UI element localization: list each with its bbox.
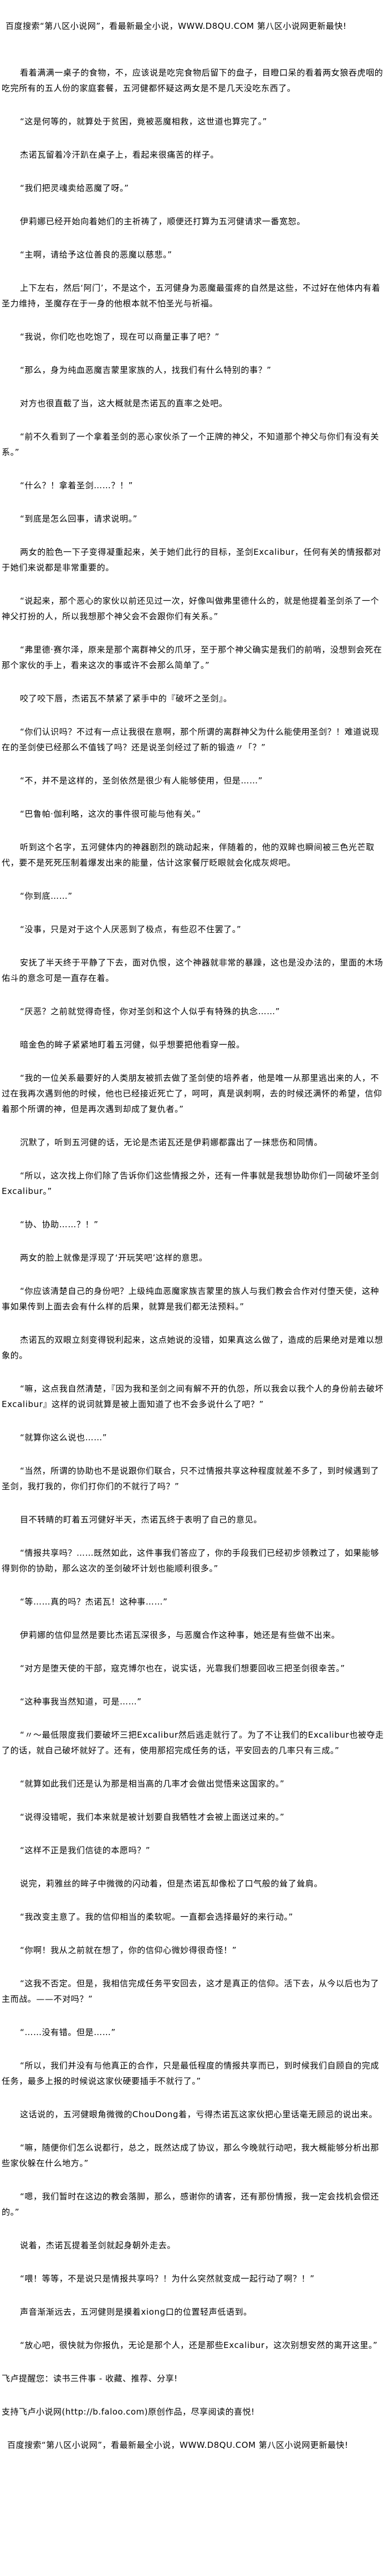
page-footer: 飞卢提醒您：读书三件事 - 收藏、推荐、分享! 支持飞卢小说网(http://b… — [0, 2371, 388, 2453]
paragraph: “不，并不是这样的，圣剑依然是很少有人能够使用，但是……” — [20, 776, 263, 786]
paragraph: 说完，莉雅丝的眸子中微微的闪动着，但是杰诺瓦却像松了口气般的耸了耸肩。 — [20, 1879, 323, 1889]
paragraph: 沉默了，听到五河健的话，无论是杰诺瓦还是伊莉娜都露出了一抹悲伤和同情。 — [20, 1137, 323, 1147]
paragraph: “这我不否定。但是，我相信完成任务平安回去，这才是真正的信仰。活下去，从今以后也… — [2, 1978, 379, 2004]
site-banner-bottom: 百度搜索“第八区小说网”，看最新最全小说，WWW.D8QU.COM 第八区小说网… — [7, 2440, 349, 2450]
paragraph: “这是何等的，就算处于贫困，竟被恶魔相救，这世道也算完了。” — [20, 117, 268, 126]
site-banner-top: 百度搜索“第八区小说网”，看最新最全小说，WWW.D8QU.COM 第八区小说网… — [6, 21, 347, 31]
paragraph: “这种事我当然知道，可是……” — [20, 1697, 142, 1707]
paragraph: “喂！等等，不是说只是情报共享吗？！为什么突然就变成一起行动了啊？！” — [20, 2274, 315, 2284]
paragraph: 杰诺瓦留着冷汗趴在桌子上，看起来很痛苦的样子。 — [20, 150, 219, 160]
paragraph: “我改变主意了。我的信仰相当的柔软呢。一直都会选择最好的来行动。” — [20, 1912, 293, 1922]
paragraph: “对方是堕天使的干部，寇克博尔也在，说实话，光靠我们想要回收三把圣剑很幸苦。” — [20, 1663, 345, 1673]
paragraph: “情报共享吗？……既然如此，这件事我们答应了，你的手段我们已经初步领教过了，如果… — [2, 1548, 379, 1573]
paragraph: “当然，所谓的协助也不是说跟你们联合，只不过情报共享这种程度就差不多了，到时候遇… — [2, 1466, 379, 1491]
paragraph: 咬了咬下唇，杰诺瓦不禁紧了紧手中的『破坏之圣剑』。 — [20, 694, 232, 704]
paragraph: “弗里德·赛尔泽，原来是那个离群神父的爪牙，至于那个神父确实是我们的前哨，没想到… — [2, 645, 382, 670]
paragraph: “说得没错呢，我们本来就是被计划要自我牺牲才会被上面送过来的。” — [20, 1812, 285, 1822]
paragraph: “主啊，请给予这位善良的恶魔以慈悲。” — [20, 250, 172, 260]
paragraph: “你啊！我从之前就在想了，你的信仰心微妙得很奇怪！” — [20, 1945, 237, 1955]
paragraph: “等……真的吗？杰诺瓦！这种事……” — [20, 1597, 168, 1607]
paragraph: “巴鲁帕·伽利略，这次的事件很可能与他有关。” — [20, 809, 201, 819]
paragraph: 对方也很直截了当，这大概就是杰诺瓦的直率之处吧。 — [20, 398, 228, 408]
paragraph: 听到这个名字，五河健体内的神器剧烈的跳动起来，伴随着的，他的双眸也瞬间被三色光芒… — [2, 842, 375, 868]
paragraph: “放心吧，很快就为你报仇，无论是那个人，还是那些Excalibur，这次别想安然… — [20, 2340, 378, 2350]
paragraph: “那么，身为纯血恶魔吉蒙里家族的人，找我们有什么特别的事？” — [20, 365, 272, 375]
paragraph: “就算如此我们还是认为那是相当高的几率才会做出觉悟来这国家的。” — [20, 1779, 285, 1789]
paragraph: “你到底……” — [20, 891, 73, 901]
paragraph: 两女的脸上就像是浮现了‘开玩笑吧’这样的意思。 — [20, 1253, 208, 1263]
paragraph: “嗯，我们暂时在这边的教会落脚，那么，感谢你的请客，还有那份情报，我一定会找机会… — [2, 2192, 379, 2217]
reading-reminder: 飞卢提醒您：读书三件事 - 收藏、推荐、分享! — [2, 2373, 178, 2383]
paragraph: “……没有错。但是……” — [20, 2027, 116, 2037]
paragraph: 安抚了半天终于平静了下去，面对仇恨，这个神器就非常的暴躁，这也是没办法的，里面的… — [2, 958, 384, 983]
paragraph: 目不转睛的盯着五河健好半天，杰诺瓦终于表明了自己的意见。 — [20, 1515, 262, 1525]
chapter-content: 看着满满一桌子的食物，不，应该说是吃完食物后留下的盘子，目瞪口呆的看着两女狼吞虎… — [0, 65, 388, 2353]
paragraph: 这话说的，五河健眼角微微的ChouDong着，亏得杰诺瓦这家伙把心里话毫无顾忌的… — [20, 2109, 377, 2119]
paragraph: 说着，杰诺瓦提着圣剑就起身朝外走去。 — [20, 2240, 176, 2250]
paragraph: “说起来，那个恶心的家伙以前还见过一次，好像叫做弗里德什么的，就是他提着圣剑杀了… — [2, 596, 379, 621]
paragraph: “到底是怎么回事，请求说明。” — [20, 514, 138, 524]
paragraph: “〃～最低限度我们要破坏三把Excalibur然后逃走就行了。为了不让我们的Ex… — [2, 1730, 384, 1755]
paragraph: “嘛，随便你们怎么说都行，总之，既然达成了协议，那么今晚就行动吧，我大概能够分析… — [2, 2143, 379, 2168]
paragraph: “你应该清楚自己的身份吧？上级纯血恶魔家族吉蒙里的族人与我们教会合作对付堕天使，… — [2, 1286, 379, 1312]
support-notice: 支持飞卢小说网(http://b.faloo.com)原创作品，尽享阅读的喜悦! — [2, 2407, 255, 2417]
paragraph: 伊莉娜的信仰显然是要比杰诺瓦深很多，与恶魔合作这种事，她还是有些做不出来。 — [20, 1630, 340, 1640]
paragraph: “你们认识吗？不过有一点让我很在意啊，那个所谓的离群神父为什么能使用圣剑？！难道… — [2, 727, 379, 752]
paragraph: “我们把灵魂卖给恶魔了呀。” — [20, 183, 129, 193]
paragraph: “我说，你们吃也吃饱了，现在可以商量正事了吧？” — [20, 332, 219, 342]
paragraph: “这样不正是我们信徒的本愿吗？” — [20, 1845, 151, 1855]
paragraph: “什么？！拿着圣剑……？！” — [20, 480, 133, 490]
paragraph: “所以，我们并没有与他真正的合作，只是最低程度的情报共享而已，到时候我们自顾自的… — [2, 2061, 379, 2086]
paragraph: “厌恶？之前就觉得奇怪，你对圣剑和这个人似乎有特殊的执念……” — [20, 1006, 280, 1016]
paragraph: 声音渐渐远去，五河健则是摸着xiong口的位置轻声低语到。 — [20, 2307, 252, 2317]
paragraph: “前不久看到了一个拿着圣剑的恶心家伙杀了一个正牌的神父，不知道那个神父与你们有没… — [2, 432, 379, 457]
paragraph: “没事，只是对于这个人厌恶到了极点，有些忍不住罢了。” — [20, 924, 242, 934]
paragraph: 暗金色的眸子紧紧地盯着五河健，似乎想要把他看穿一般。 — [20, 1040, 245, 1050]
paragraph: “所以，这次找上你们除了告诉你们这些情报之外，还有一件事就是我想协助你们一同破坏… — [2, 1171, 379, 1196]
paragraph: 看着满满一桌子的食物，不，应该说是吃完食物后留下的盘子，目瞪口呆的看着两女狼吞虎… — [2, 68, 384, 93]
paragraph: “嘛，这点我自然清楚，『因为我和圣剑之间有解不开的仇怨，所以我会以我个人的身份前… — [2, 1384, 384, 1409]
paragraph: “协、协助……？！” — [20, 1219, 99, 1229]
paragraph: “我的一位关系最要好的人类朋友被抓去做了圣剑使的培养者，他是唯一从那里逃出来的人… — [2, 1073, 382, 1114]
paragraph: 两女的脸色一下子变得凝重起来，关于她们此行的目标，圣剑Excalibur，任何有… — [2, 547, 381, 573]
paragraph: “就算你这么说也……” — [20, 1433, 108, 1443]
paragraph: 上下左右，然后‘阿门’，不是这个，五河健身为恶魔最蛋疼的自然是这些，不过好在他体… — [2, 283, 381, 308]
paragraph: 伊莉娜已经开始向着她们的主祈祷了，顺便还打算为五河健请求一番宽恕。 — [20, 216, 305, 226]
paragraph: 杰诺瓦的双眼立刻变得锐利起来，这点她说的没错，如果真这么做了，造成的后果绝对是难… — [2, 1335, 384, 1360]
